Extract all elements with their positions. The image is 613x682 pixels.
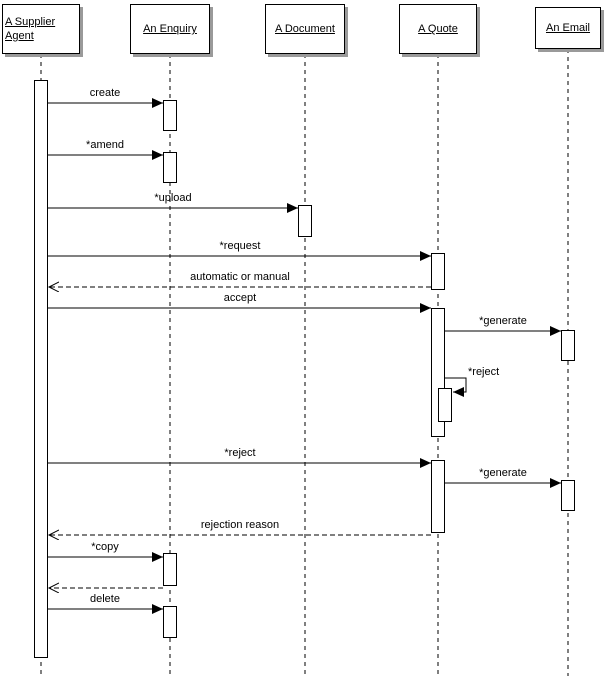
activation-quote-request (431, 253, 445, 290)
message-label-rejection-reason: rejection reason (200, 519, 280, 531)
activation-email-generate-2 (561, 480, 575, 511)
activation-document-upload (298, 205, 312, 237)
message-label-request: *request (219, 240, 261, 252)
actor-box-supplier: A Supplier Agent (2, 4, 80, 54)
activation-quote-reject (431, 460, 445, 533)
actor-label-quote: A Quote (418, 23, 458, 35)
activation-email-generate-1 (561, 330, 575, 361)
message-label-generate-2: *generate (479, 467, 527, 479)
message-label-create: create (89, 87, 121, 99)
activation-enquiry-create (163, 100, 177, 131)
message-label-generate-1: *generate (479, 315, 527, 327)
actor-label-document: A Document (275, 23, 335, 35)
actor-box-quote: A Quote (399, 4, 477, 54)
actor-label-enquiry: An Enquiry (143, 23, 197, 35)
message-label-upload: *upload (154, 192, 192, 204)
activation-enquiry-delete (163, 606, 177, 638)
activation-enquiry-amend (163, 152, 177, 183)
activation-supplier-main (34, 80, 48, 658)
actor-label-email: An Email (545, 22, 591, 34)
message-label-accept: accept (223, 292, 257, 304)
actor-box-enquiry: An Enquiry (130, 4, 210, 54)
message-label-delete: delete (90, 593, 120, 605)
message-label-self-reject: *reject (468, 366, 500, 378)
message-label-automatic-or-manual: automatic or manual (190, 271, 290, 283)
message-label-amend: *amend (86, 139, 124, 151)
activation-quote-self-reject (438, 388, 452, 422)
activation-enquiry-copy (163, 553, 177, 586)
message-label-reject: *reject (224, 447, 256, 459)
message-label-copy: *copy (91, 541, 119, 553)
actor-box-email: An Email (535, 7, 601, 49)
actor-label-supplier: A Supplier Agent (5, 16, 56, 42)
actor-box-document: A Document (265, 4, 345, 54)
